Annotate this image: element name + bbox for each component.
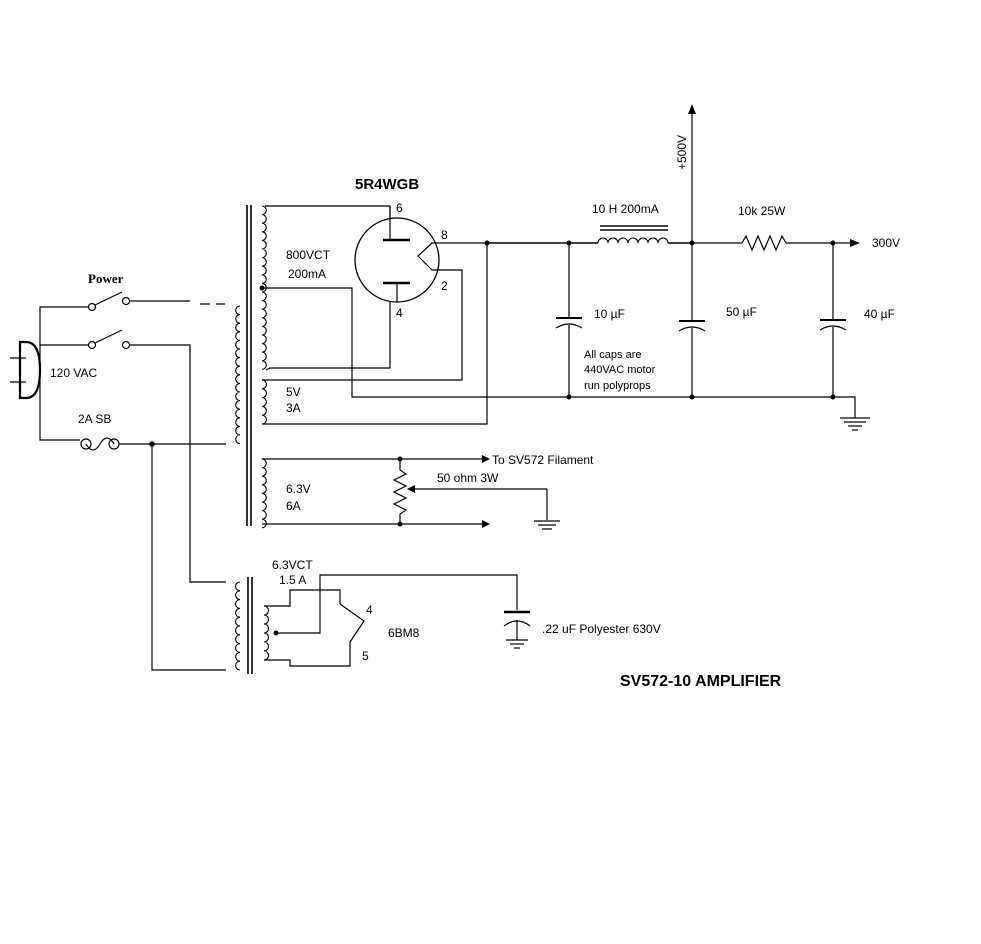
capacitor-filament-bias — [503, 610, 531, 640]
filament-transformer — [235, 577, 270, 674]
ft-current-label: 1.5 A — [279, 573, 306, 587]
rect-filament-voltage: 5V — [286, 385, 301, 399]
tube-pin-6: 6 — [396, 201, 403, 215]
rect-filament-current: 3A — [286, 401, 301, 415]
tube-pin-4: 4 — [396, 306, 403, 320]
filament-winding — [261, 458, 267, 529]
filament-output-label: To SV572 Filament — [492, 453, 594, 467]
c1-label: 10 µF — [594, 307, 625, 321]
ground-icon — [840, 417, 870, 431]
choke-label: 10 H 200mA — [592, 202, 659, 216]
ft-pin-5: 5 — [362, 649, 369, 663]
fuse-label: 2A SB — [78, 412, 111, 426]
filament-voltage: 6.3V — [286, 482, 311, 496]
capacitor-c3 — [819, 243, 847, 400]
ground-icon — [534, 520, 560, 530]
primary-winding — [235, 305, 241, 445]
ft-pin-4: 4 — [366, 603, 373, 617]
resistor-10k — [692, 234, 860, 252]
page-title: SV572-10 AMPLIFIER — [620, 673, 782, 690]
power-switch-label: Power — [88, 271, 124, 286]
power-switch — [87, 291, 131, 350]
choke — [597, 225, 692, 244]
capacitor-c1 — [555, 243, 583, 400]
cap-note-line-1: All caps are — [584, 349, 641, 361]
mains-plug — [10, 340, 42, 400]
ft-tube-label: 6BM8 — [388, 626, 420, 640]
output-voltage-label: 300V — [872, 236, 900, 250]
b-plus-label: +500V — [675, 135, 689, 170]
rectifier-tube-label: 5R4WGB — [355, 176, 419, 193]
rectifier-tube — [354, 206, 487, 303]
cap-note-line-2: 440VAC motor — [584, 364, 656, 376]
hv-winding-voltage: 800VCT — [286, 248, 331, 262]
tube-pin-8: 8 — [441, 228, 448, 242]
power-transformer — [235, 205, 267, 529]
cap-note-line-3: run polyprops — [584, 380, 651, 392]
rheostat-label: 50 ohm 3W — [437, 471, 499, 485]
capacitor-c2 — [678, 243, 706, 400]
c2-label: 50 µF — [726, 305, 757, 319]
ft-capacitor-label: .22 uF Polyester 630V — [542, 622, 661, 636]
filament-current: 6A — [286, 499, 301, 513]
fuse — [80, 437, 120, 451]
filament-rheostat — [392, 456, 548, 527]
ft-voltage-label: 6.3VCT — [272, 558, 313, 572]
heater-6bm8 — [339, 603, 365, 643]
hv-winding-current: 200mA — [288, 267, 326, 281]
tube-pin-2: 2 — [441, 279, 448, 293]
rectifier-filament-winding — [261, 379, 267, 425]
c3-label: 40 µF — [864, 307, 895, 321]
mains-voltage-label: 120 VAC — [50, 366, 97, 380]
ground-icon — [506, 639, 528, 649]
resistor-label: 10k 25W — [738, 204, 786, 218]
